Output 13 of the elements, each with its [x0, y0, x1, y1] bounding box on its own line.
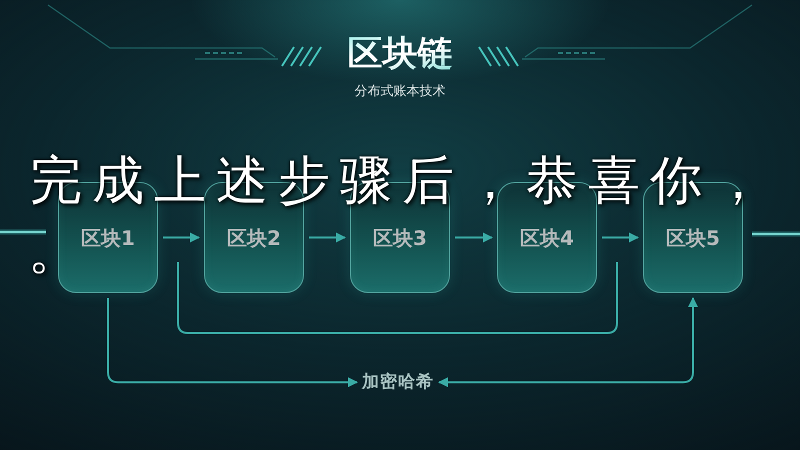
overlay-text: 完成上述步骤后，恭喜你，	[30, 156, 774, 208]
arrow	[309, 232, 346, 242]
arrow	[163, 232, 200, 242]
subtitle: 分布式账本技术	[354, 84, 446, 100]
arrow	[602, 232, 639, 242]
arrow	[455, 232, 493, 242]
block-label: 区块3	[373, 226, 427, 250]
arrow	[438, 297, 698, 388]
block-label: 区块5	[666, 226, 720, 250]
block-label: 区块4	[520, 226, 574, 250]
block-label: 区块2	[227, 226, 281, 250]
node-label: 加密哈希	[362, 372, 434, 392]
arrow	[107, 298, 358, 388]
